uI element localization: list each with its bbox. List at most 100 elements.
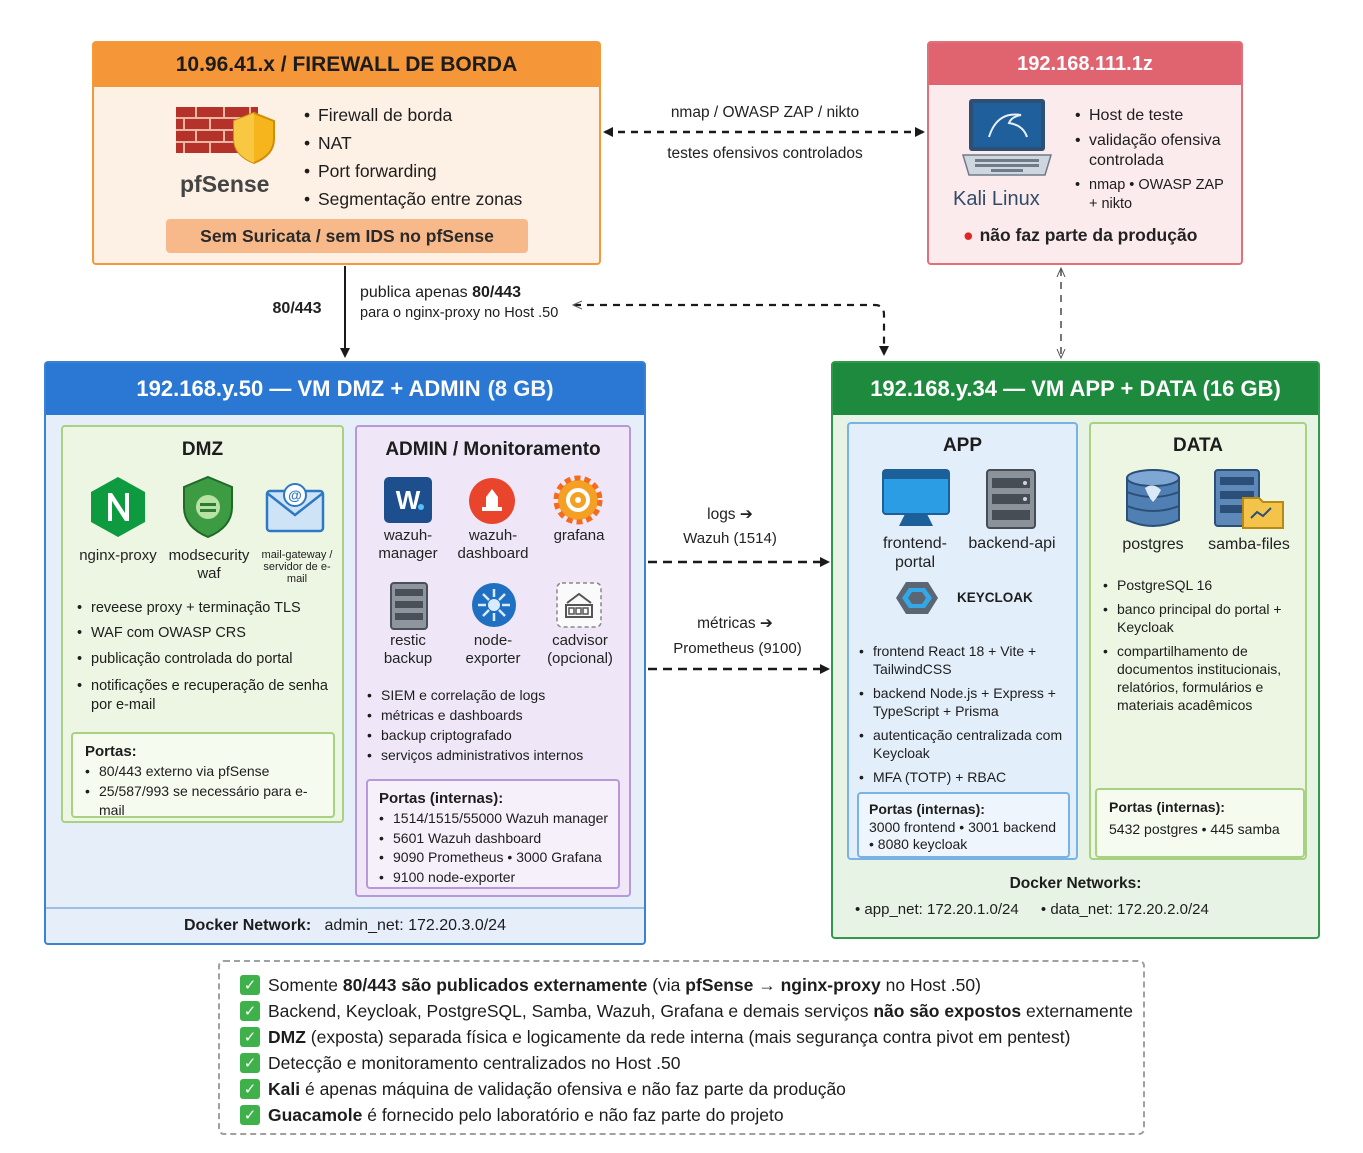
wazuh-dashboard-icon: [468, 477, 516, 530]
checkmark-icon: ✓: [240, 1053, 260, 1073]
icon-label: samba-files: [1208, 536, 1290, 553]
monitor-icon: [881, 468, 951, 533]
summary-item: ✓Somente 80/443 são publicados extername…: [240, 972, 1143, 998]
ports-title: Portas (internas):: [1109, 799, 1225, 815]
checkmark-icon: ✓: [240, 1027, 260, 1047]
checkmark-icon: ✓: [240, 1001, 260, 1021]
app-zone: APP frontend-portal backend-api KEYCLOAK…: [847, 422, 1078, 860]
summary-text: Kali: [268, 1078, 301, 1099]
checkmark-icon: ✓: [240, 1079, 260, 1099]
publish-label-sub: para o nginx-proxy no Host .50: [360, 305, 559, 321]
vm-app-data: 192.168.y.34 — VM APP + DATA (16 GB) APP…: [831, 361, 1320, 939]
ports-list: 80/443 externo via pfSense 25/587/993 se…: [85, 762, 333, 821]
summary-item: ✓ Backend, Keycloak, PostgreSQL, Samba, W…: [240, 998, 1143, 1024]
icon-label: cadvisor (opcional): [547, 632, 613, 667]
list-item: backend Node.js + Express + TypeScript +…: [859, 684, 1077, 720]
server-icon: [983, 468, 1039, 535]
list-item: banco principal do portal + Keycloak: [1103, 600, 1303, 636]
summary-text: não são expostos: [873, 1000, 1022, 1021]
kali-arrow-label-top: nmap / OWASP ZAP / nikto: [670, 104, 860, 121]
summary-text: 80/443 são publicados externamente: [342, 974, 648, 995]
summary-text: é apenas máquina de validação ofensiva e…: [300, 1078, 846, 1099]
ports-list: 1514/1515/55000 Wazuh manager 5601 Wazuh…: [379, 809, 618, 887]
fw-port-label: 80/443: [272, 300, 322, 317]
summary-text: Backend, Keycloak, PostgreSQL, Samba, Wa…: [268, 1000, 874, 1021]
list-item: autenticação centralizada com Keycloak: [859, 726, 1077, 762]
dmz-ports-box: Portas: 80/443 externo via pfSense 25/58…: [71, 732, 335, 818]
kali-name: Kali Linux: [953, 188, 1040, 210]
file-server-icon: [1213, 468, 1285, 535]
icon-label: modsecurity waf: [168, 547, 250, 582]
app-docker-label: Docker Networks:: [1009, 875, 1142, 892]
mail-icon: @: [265, 479, 325, 540]
kali-title: 192.168.111.1z: [929, 43, 1241, 85]
admin-features: SIEM e correlação de logs métricas e das…: [367, 685, 629, 765]
kali-arrow-label-bottom: testes ofensivos controlados: [667, 145, 863, 162]
admin-title: ADMIN / Monitoramento: [385, 439, 601, 460]
svg-text:@: @: [288, 487, 302, 503]
ports-text: 5432 postgres • 445 samba: [1109, 821, 1280, 837]
network-item: • app_net: 172.20.1.0/24: [855, 901, 1019, 918]
icon-label: backend-api: [968, 535, 1056, 552]
kali-box: 192.168.111.1z Kali Linux Host de teste …: [927, 41, 1243, 265]
publish-arrow: [574, 305, 884, 354]
app-docker-networks: • app_net: 172.20.1.0/24 • data_net: 172…: [855, 901, 1209, 918]
dmz-docker-network: Docker Network: admin_net: 172.20.3.0/24: [46, 907, 644, 943]
checkmark-icon: ✓: [240, 1105, 260, 1125]
summary-text: externamente: [1021, 1000, 1134, 1021]
checkmark-icon: ✓: [240, 975, 260, 995]
wazuh-manager-icon: W: [384, 477, 432, 528]
ports-title: Portas:: [85, 743, 137, 760]
summary-item: ✓ Kali é apenas máquina de validação ofen…: [240, 1076, 1143, 1102]
data-zone: DATA postgres samba-files PostgreSQL 16 …: [1089, 422, 1307, 860]
dmz-features: reveese proxy + terminação TLS WAF com O…: [77, 599, 339, 715]
firewall-title: 10.96.41.x / FIREWALL DE BORDA: [94, 43, 599, 87]
firewall-name: pfSense: [180, 171, 270, 197]
icon-label: mail-gateway / servidor de e-mail: [261, 549, 333, 585]
list-item: serviços administrativos internos: [367, 745, 629, 765]
list-item: MFA (TOTP) + RBAC: [859, 768, 1077, 786]
database-icon: [1123, 468, 1183, 535]
app-features: frontend React 18 + Vite + TailwindCSS b…: [859, 642, 1077, 786]
summary-text: (exposta) separada física e logicamente …: [305, 1026, 1071, 1047]
list-item: reveese proxy + terminação TLS: [77, 599, 339, 618]
list-item: SIEM e correlação de logs: [367, 685, 629, 705]
laptop-icon: [961, 97, 1053, 184]
kali-note: ●não faz parte da produção: [963, 225, 1198, 245]
logs-label-bottom: Wazuh (1514): [683, 530, 777, 547]
shield-icon: [181, 475, 235, 544]
admin-ports-box: Portas (internas): 1514/1515/55000 Wazuh…: [366, 779, 620, 889]
admin-zone: ADMIN / Monitoramento W wazuh-manager wa…: [355, 425, 631, 897]
summary-text: no Host .50): [880, 974, 981, 995]
list-item: Host de teste: [1075, 106, 1235, 126]
icon-label: postgres: [1122, 536, 1184, 553]
icon-label: frontend-portal: [882, 535, 948, 571]
list-item: notificações e recuperação de senha por …: [77, 677, 339, 715]
ports-title: Portas (internas):: [869, 801, 985, 817]
dmz-zone: DMZ @ nginx-proxy modsecurity waf mail-g…: [61, 425, 344, 823]
kali-features: Host de teste validação ofensiva control…: [1075, 106, 1235, 219]
keycloak-label: KEYCLOAK: [957, 590, 1033, 605]
logs-label-top: logs ➔: [707, 506, 753, 523]
vm-dmz-title: 192.168.y.50 — VM DMZ + ADMIN(8 GB): [46, 363, 644, 415]
metrics-label-bottom: Prometheus (9100): [673, 640, 802, 657]
summary-box: ✓Somente 80/443 são publicados extername…: [218, 960, 1145, 1135]
summary-text: (via: [647, 974, 686, 995]
icon-label: grafana: [553, 527, 605, 544]
grafana-icon: [553, 475, 603, 530]
list-item: backup criptografado: [367, 725, 629, 745]
firewall-box: 10.96.41.x / FIREWALL DE BORDA pfSense F…: [92, 41, 601, 265]
firewall-icon: [176, 103, 278, 170]
vm-app-title: 192.168.y.34 — VM APP + DATA (16 GB): [833, 363, 1318, 415]
list-item: publicação controlada do portal: [77, 650, 339, 669]
list-item: 5601 Wazuh dashboard: [379, 829, 618, 849]
svg-text:W: W: [396, 485, 421, 515]
list-item: NAT: [304, 129, 522, 157]
firewall-banner: Sem Suricata / sem IDS no pfSense: [166, 219, 528, 253]
list-item: 9100 node-exporter: [379, 868, 618, 888]
ports-title: Portas (internas):: [379, 790, 504, 807]
summary-text: Detecção e monitoramento centralizados n…: [268, 1052, 681, 1073]
list-item: métricas e dashboards: [367, 705, 629, 725]
list-item: Port forwarding: [304, 157, 522, 185]
